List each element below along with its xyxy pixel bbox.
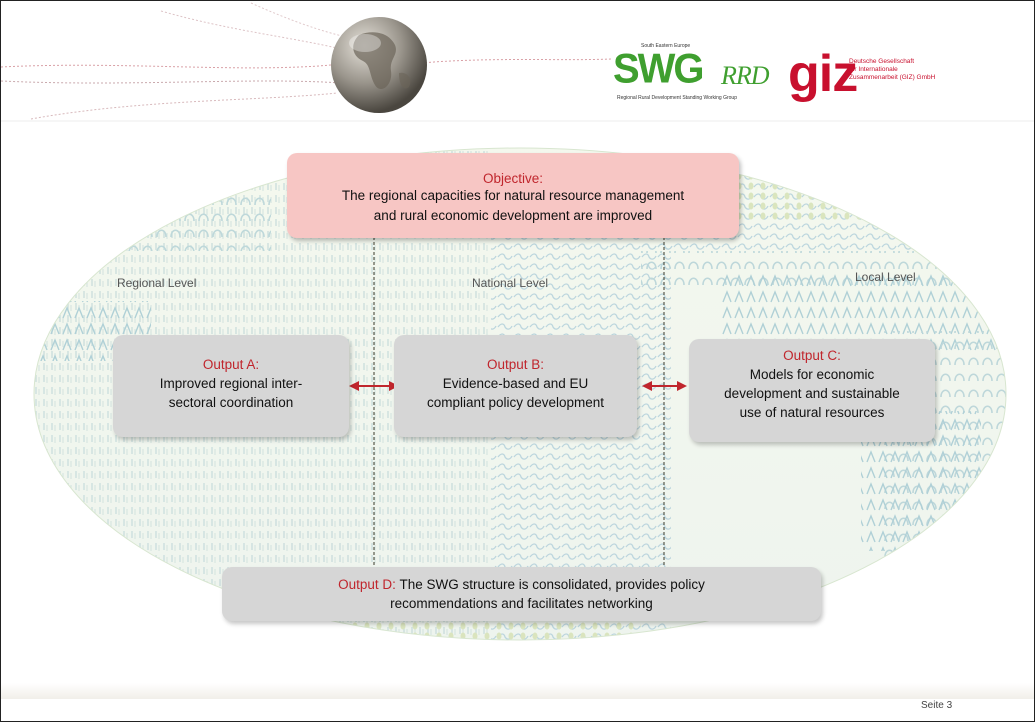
output-a-title: Output A: [202,357,260,372]
output-c-line: development and sustainable [724,386,900,401]
objective-line: and rural economic development are impro… [373,208,653,223]
output-b-title: Output B: [486,357,545,372]
objective-line: The regional capacities for natural reso… [341,188,685,203]
giz-logo-mark: giz [788,45,858,103]
output-c-line: Models for economic [749,367,875,382]
giz-logo: giz Deutsche Gesellschaft für Internatio… [788,45,988,106]
output-d-line: recommendations and facilitates networki… [390,596,653,611]
national-level-label: National Level [472,276,549,290]
swg-logo-mark: SWG [613,45,705,93]
swg-logo-subtitle: Regional Rural Development Standing Work… [617,95,737,101]
swg-logo-rrd: RRD [721,61,770,90]
output-c-line: use of natural resources [739,405,885,420]
output-c-title: Output C: [783,348,841,363]
swg-logo-top-text: South Eastern Europe [641,43,691,49]
giz-logo-line: Zusammenarbeit (GIZ) GmbH [849,74,936,81]
output-b-line: compliant policy development [426,395,605,410]
output-d-title: Output D: [338,577,396,592]
output-d-line: Output D: The SWG structure is consolida… [222,575,821,594]
output-d-text: The SWG structure is consolidated, provi… [395,577,705,592]
output-d-box: Output D: The SWG structure is consolida… [222,567,821,621]
footer-band [1,683,1034,699]
giz-logo-line: Deutsche Gesellschaft [849,58,915,65]
local-level-label: Local Level [855,270,916,284]
output-b-box: Output B: Evidence-based and EU complian… [394,335,637,437]
output-a-line: sectoral coordination [168,395,294,410]
page-number: Seite 3 [921,700,953,711]
objective-text: The regional capacities for natural reso… [287,186,739,226]
arrow-b-c [642,381,687,391]
swg-rrd-logo: South Eastern Europe SWG RRD Regional Ru… [613,43,770,103]
giz-logo-line: für Internationale [849,66,898,73]
output-c-box: Output C: Models for economic developmen… [689,339,935,442]
globe-icon [331,17,427,113]
objective-title: Objective: [482,171,544,186]
objective-box: Objective: The regional capacities for n… [287,153,739,238]
output-b-line: Evidence-based and EU [442,376,589,391]
output-a-box: Output A: Improved regional inter- secto… [113,335,349,437]
header-decoration [1,2,1034,122]
giz-logo-text: Deutsche Gesellschaft für Internationale… [849,58,935,82]
regional-level-label: Regional Level [117,276,197,290]
output-a-line: Improved regional inter- [159,376,303,391]
